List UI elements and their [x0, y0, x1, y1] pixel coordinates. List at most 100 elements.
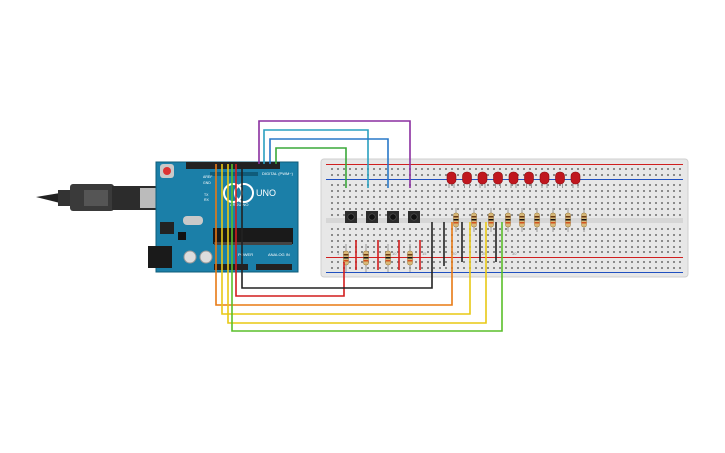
led[interactable] [570, 171, 581, 188]
breadboard-hole [559, 261, 561, 263]
breadboard-hole [385, 190, 387, 192]
breadboard-hole [379, 246, 381, 248]
breadboard-hole [679, 267, 681, 269]
breadboard-hole [523, 168, 525, 170]
wire-blue[interactable] [269, 138, 389, 188]
led[interactable] [477, 171, 488, 188]
breadboard-hole [631, 228, 633, 230]
breadboard-hole [553, 202, 555, 204]
wire-yellow-2[interactable] [227, 164, 487, 324]
breadboard-hole [397, 202, 399, 204]
wire-green-top[interactable] [275, 147, 347, 188]
breadboard-hole [475, 261, 477, 263]
breadboard-hole [673, 251, 675, 253]
breadboard-hole [481, 168, 483, 170]
resistor[interactable] [534, 208, 540, 232]
breadboard-hole [493, 184, 495, 186]
wire-yellow-1[interactable] [221, 164, 471, 315]
breadboard-hole [331, 184, 333, 186]
resistor[interactable] [453, 208, 459, 232]
breadboard-hole [397, 168, 399, 170]
resistor[interactable] [407, 244, 413, 272]
breadboard-hole [661, 190, 663, 192]
wire-black[interactable] [241, 164, 433, 289]
led[interactable] [539, 171, 550, 188]
breadboard-hole [673, 246, 675, 248]
resistor[interactable] [488, 208, 494, 232]
led[interactable] [446, 171, 457, 188]
breadboard-hole [415, 174, 417, 176]
led[interactable] [555, 171, 565, 188]
breadboard-hole [391, 174, 393, 176]
breadboard-hole [565, 240, 567, 242]
breadboard-hole [493, 208, 495, 210]
arduino-board[interactable]: DIGITAL (PWM~) UNO ARDUINO AREF GND TX R… [148, 161, 299, 273]
breadboard-hole [481, 228, 483, 230]
pushbutton[interactable] [345, 211, 357, 223]
breadboard-hole [427, 202, 429, 204]
breadboard-hole [445, 228, 447, 230]
wire-red[interactable] [235, 164, 345, 297]
breadboard-hole [499, 196, 501, 198]
pushbutton[interactable] [408, 211, 420, 223]
led[interactable] [493, 171, 503, 188]
breadboard-hole [331, 168, 333, 170]
pushbutton[interactable] [387, 211, 399, 223]
breadboard-hole [589, 261, 591, 263]
pushbutton[interactable] [366, 211, 378, 223]
breadboard-hole [583, 246, 585, 248]
led[interactable] [524, 171, 534, 188]
breadboard-hole [523, 234, 525, 236]
breadboard-hole [643, 261, 645, 263]
breadboard-hole [511, 184, 513, 186]
breadboard-hole [661, 214, 663, 216]
breadboard-hole [571, 240, 573, 242]
breadboard-hole [403, 251, 405, 253]
breadboard-hole [637, 202, 639, 204]
breadboard-hole [355, 174, 357, 176]
breadboard-hole [487, 267, 489, 269]
breadboard-hole [559, 234, 561, 236]
breadboard-hole [427, 168, 429, 170]
breadboard-hole [361, 251, 363, 253]
breadboard-hole [397, 174, 399, 176]
led[interactable] [462, 171, 472, 188]
resistor[interactable] [519, 208, 525, 232]
breadboard-hole [409, 234, 411, 236]
breadboard-hole [535, 184, 537, 186]
breadboard-hole [655, 196, 657, 198]
pushbutton-row [345, 211, 420, 223]
breadboard-hole [595, 234, 597, 236]
breadboard[interactable]: 1 5 10 15 20 25 30 [320, 158, 689, 278]
breadboard-hole [463, 267, 465, 269]
wire-lime[interactable] [231, 164, 503, 332]
breadboard-hole [469, 168, 471, 170]
wire-orange[interactable] [215, 164, 453, 306]
resistor[interactable] [565, 208, 571, 232]
breadboard-hole [463, 251, 465, 253]
resistor[interactable] [471, 208, 477, 232]
breadboard-hole [343, 246, 345, 248]
breadboard-hole [487, 214, 489, 216]
breadboard-hole [547, 234, 549, 236]
breadboard-hole [445, 246, 447, 248]
resistor[interactable] [550, 208, 556, 232]
resistor[interactable] [505, 208, 511, 232]
breadboard-hole [649, 251, 651, 253]
breadboard-hole [439, 251, 441, 253]
breadboard-hole [349, 251, 351, 253]
wire-purple[interactable] [258, 120, 411, 188]
resistor[interactable] [363, 244, 369, 272]
breadboard-hole [667, 267, 669, 269]
wire-teal[interactable] [263, 129, 369, 188]
resistor[interactable] [385, 244, 391, 272]
resistor[interactable] [343, 244, 349, 272]
breadboard-hole [523, 196, 525, 198]
led[interactable] [508, 171, 519, 188]
breadboard-hole [667, 196, 669, 198]
breadboard-hole [379, 214, 381, 216]
breadboard-hole [469, 208, 471, 210]
resistor[interactable] [581, 208, 587, 232]
breadboard-hole [415, 234, 417, 236]
crystal [183, 216, 203, 225]
